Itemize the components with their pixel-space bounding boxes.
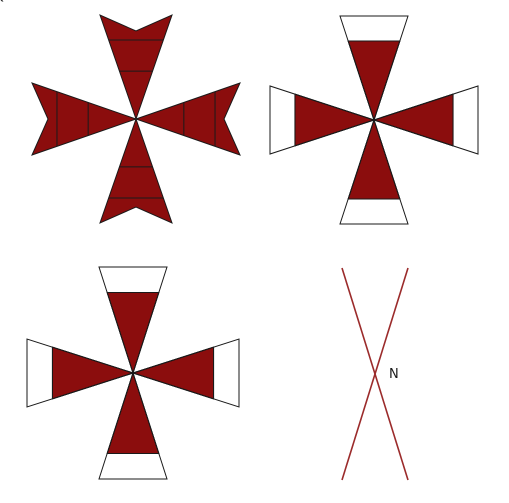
- cross-3-arm-down: [98, 371, 168, 480]
- x-stroke: [341, 267, 409, 481]
- arm-inner-shape: [294, 93, 376, 147]
- letter-D: D: [0, 0, 5, 4]
- arm-cross-line: [106, 292, 134, 374]
- arm-cross-line: [373, 119, 401, 200]
- arm-inner-shape: [131, 346, 215, 400]
- arm-cross-line: [132, 372, 160, 454]
- letter-U: U: [0, 0, 5, 4]
- arm-inner-shape: [106, 371, 160, 455]
- letter-E: E: [0, 0, 4, 4]
- arm-cross-line: [347, 40, 375, 121]
- arm-shape: [99, 117, 173, 224]
- arm-cross-line: [106, 372, 134, 454]
- cross-3-arm-right: [131, 338, 240, 408]
- letter-Q: Q: [0, 0, 5, 4]
- arm-cross-line: [294, 93, 375, 121]
- letter-X: X: [0, 0, 5, 4]
- cross-1: OARDBPCQ: [0, 0, 241, 224]
- letter-P: P: [0, 0, 4, 4]
- cross-3-arm-left: [26, 338, 135, 408]
- arm-cross-line: [52, 372, 134, 400]
- letter-Y: Y: [0, 0, 4, 4]
- cross-3: XIZMKYLW: [0, 0, 240, 480]
- arm-cross-line: [373, 40, 401, 121]
- letter-B: B: [0, 0, 4, 4]
- arm-inner-shape: [347, 40, 401, 122]
- letter-O: O: [0, 0, 5, 4]
- x-glyph: N: [341, 267, 409, 481]
- letter-Z: Z: [0, 0, 5, 4]
- letter-N: N: [389, 367, 399, 382]
- letter-V: V: [0, 0, 5, 4]
- letter-A: A: [0, 0, 5, 4]
- letter-I: I: [0, 0, 2, 4]
- arm-cross-line: [373, 93, 454, 121]
- cross-1-arm-up: [99, 14, 173, 121]
- letter-K: K: [0, 0, 5, 4]
- letter-F: F: [0, 0, 4, 4]
- letter-M: M: [0, 0, 6, 4]
- arm-shape: [134, 82, 241, 156]
- cross-2-arm-up: [339, 15, 409, 122]
- arm-shape: [99, 14, 173, 121]
- letter-G: G: [0, 0, 5, 4]
- letter-S: S: [0, 0, 4, 4]
- arm-inner-shape: [51, 346, 135, 400]
- arm-shape: [31, 82, 138, 156]
- cross-2: VESHFTGU: [0, 0, 479, 225]
- arm-cross-line: [132, 292, 160, 374]
- cross-1-arm-down: [99, 117, 173, 224]
- cross-2-arm-left: [269, 85, 376, 155]
- arm-cross-line: [52, 346, 134, 374]
- letter-W: W: [0, 0, 7, 4]
- arm-inner-shape: [347, 118, 401, 200]
- arm-cross-line: [347, 119, 375, 200]
- letter-T: T: [0, 0, 4, 4]
- cross-1-arm-right: [134, 82, 241, 156]
- cross-3-arm-up: [98, 266, 168, 375]
- arm-cross-line: [132, 372, 214, 400]
- arm-inner-shape: [106, 291, 160, 375]
- arm-cross-line: [132, 346, 214, 374]
- letter-R: R: [0, 0, 5, 4]
- cross-2-arm-down: [339, 118, 409, 225]
- letter-H: H: [0, 0, 5, 4]
- arm-cross-line: [373, 119, 454, 147]
- letter-L: L: [0, 0, 4, 4]
- cross-1-arm-left: [31, 82, 138, 156]
- arm-cross-line: [294, 119, 375, 147]
- arm-inner-shape: [372, 93, 454, 147]
- cross-2-arm-right: [372, 85, 479, 155]
- letter-C: C: [0, 0, 5, 4]
